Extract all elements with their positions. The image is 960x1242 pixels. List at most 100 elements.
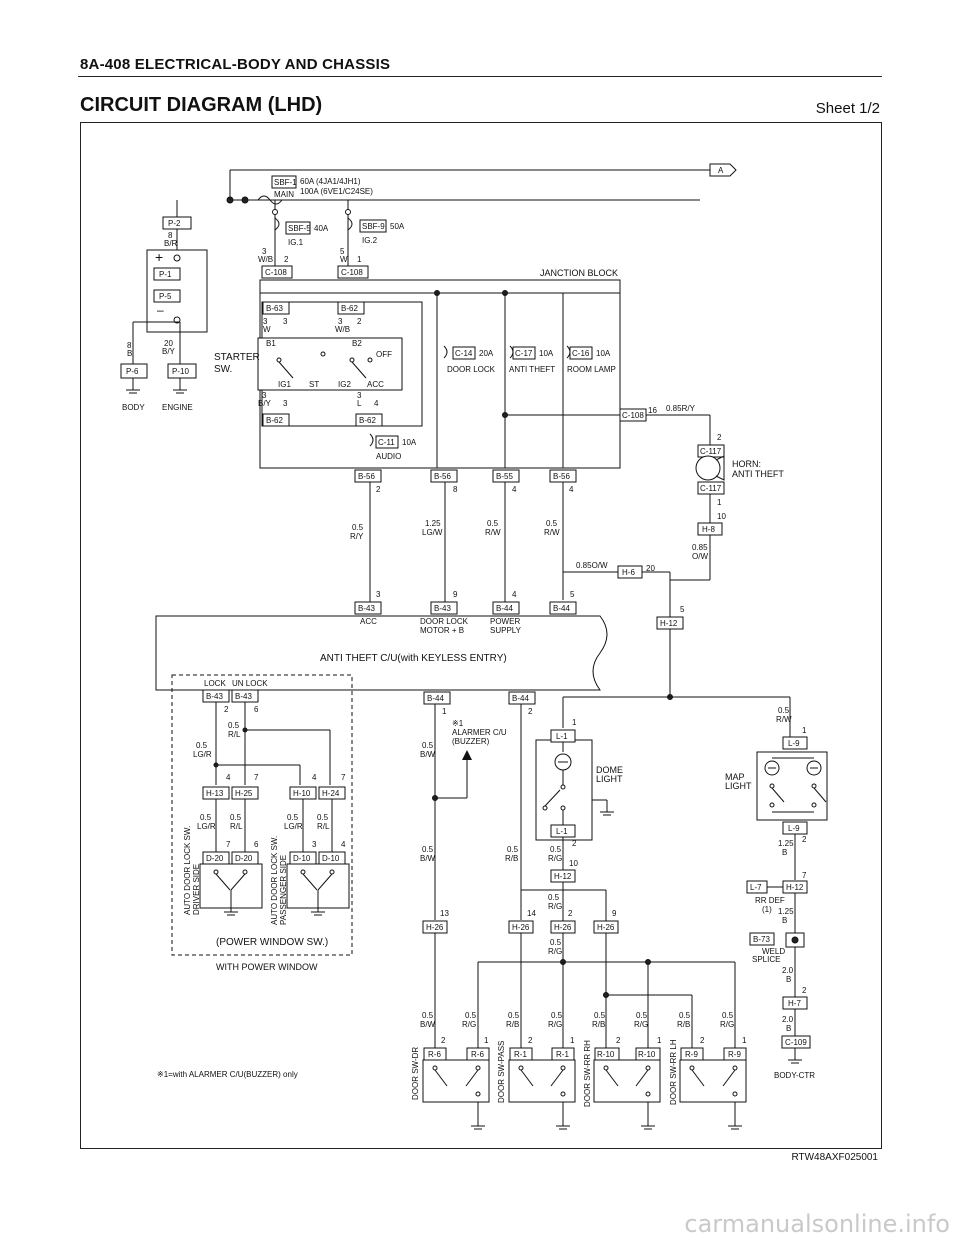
svg-text:C-117: C-117 (700, 484, 722, 493)
svg-text:0.5: 0.5 (508, 1011, 520, 1020)
svg-text:W: W (340, 255, 348, 264)
svg-text:1: 1 (717, 498, 722, 507)
svg-text:0.5: 0.5 (550, 845, 562, 854)
svg-text:3: 3 (283, 399, 288, 408)
svg-text:B/W: B/W (420, 854, 436, 863)
footnote: ※1=with ALARMER C/U(BUZZER) only (157, 1070, 298, 1079)
starter-switch (257, 337, 403, 391)
svg-text:4: 4 (512, 485, 517, 494)
body-ctr-label: BODY-CTR (774, 1071, 815, 1080)
svg-text:20: 20 (164, 339, 173, 348)
svg-text:B-44: B-44 (496, 604, 513, 613)
svg-text:R/W: R/W (776, 715, 792, 724)
fuse-sbf9-rating: 50A (390, 222, 405, 231)
svg-text:L-9: L-9 (788, 739, 800, 748)
svg-text:0.5: 0.5 (230, 813, 242, 822)
svg-text:B/W: B/W (420, 750, 436, 759)
svg-text:2: 2 (441, 1036, 446, 1045)
svg-text:7: 7 (254, 773, 259, 782)
svg-text:0.5: 0.5 (352, 523, 364, 532)
svg-text:PASSENGER SIDE: PASSENGER SIDE (279, 855, 288, 925)
svg-text:R-6: R-6 (471, 1050, 484, 1059)
connector-b62 (337, 301, 365, 315)
svg-text:O/W: O/W (692, 552, 708, 561)
svg-text:H-6: H-6 (622, 568, 635, 577)
svg-text:H-26: H-26 (554, 923, 572, 932)
connector-c108 (261, 265, 293, 279)
svg-text:0.5: 0.5 (546, 519, 558, 528)
svg-text:LG/W: LG/W (422, 528, 443, 537)
fuse-sbf1 (271, 175, 297, 189)
svg-text:L: L (357, 399, 362, 408)
svg-text:1: 1 (572, 718, 577, 727)
watermark: carmanualsonline.info (684, 1210, 950, 1238)
svg-text:W/B: W/B (258, 255, 273, 264)
svg-text:LG/R: LG/R (193, 750, 212, 759)
svg-text:6: 6 (254, 705, 259, 714)
svg-text:0.5: 0.5 (507, 845, 519, 854)
svg-text:DRIVER SIDE: DRIVER SIDE (192, 864, 201, 915)
svg-text:B: B (786, 1024, 791, 1033)
fuse-sbf9-label: SBF-9 (362, 222, 385, 231)
svg-text:10: 10 (717, 512, 726, 521)
svg-text:R/G: R/G (634, 1020, 648, 1029)
rr-def-label: RR DEF (755, 896, 785, 905)
svg-text:4: 4 (312, 773, 317, 782)
svg-text:0.5: 0.5 (317, 813, 329, 822)
svg-text:–: – (157, 303, 164, 317)
door-switch-pass-label: DOOR SW-PASS (497, 1041, 506, 1103)
svg-text:B2: B2 (352, 339, 362, 348)
svg-text:B-62: B-62 (266, 416, 283, 425)
ground-engine-label: ENGINE (162, 403, 193, 412)
fuse-sbf9 (359, 219, 387, 233)
fuse-c16 (569, 346, 593, 360)
connector-r6 (466, 1047, 490, 1061)
svg-text:R/B: R/B (592, 1020, 605, 1029)
svg-text:B-43: B-43 (206, 692, 223, 701)
connector-b63 (262, 301, 290, 315)
svg-text:2: 2 (572, 839, 577, 848)
svg-text:ANTI THEFT: ANTI THEFT (732, 469, 784, 479)
svg-text:2: 2 (568, 909, 573, 918)
connector-l9 (782, 736, 808, 750)
door-switch-rr-lh-label: DOOR SW-RR LH (669, 1039, 678, 1105)
svg-text:B-44: B-44 (553, 604, 570, 613)
svg-text:8: 8 (127, 341, 132, 350)
svg-text:H-24: H-24 (322, 789, 340, 798)
svg-text:0.5: 0.5 (196, 741, 208, 750)
sheet-number: Sheet 1/2 (815, 100, 880, 117)
horn-icon (695, 455, 721, 481)
svg-text:H-26: H-26 (426, 923, 444, 932)
svg-text:2: 2 (717, 433, 722, 442)
svg-text:3: 3 (283, 317, 288, 326)
svg-text:B-73: B-73 (753, 935, 770, 944)
svg-text:B/Y: B/Y (162, 347, 176, 356)
svg-text:B-62: B-62 (359, 416, 376, 425)
svg-text:10A: 10A (539, 349, 554, 358)
svg-text:0.5: 0.5 (422, 845, 434, 854)
svg-text:H-12: H-12 (660, 619, 678, 628)
svg-text:R/G: R/G (548, 1020, 562, 1029)
svg-text:1: 1 (742, 1036, 747, 1045)
svg-text:D-10: D-10 (293, 854, 311, 863)
svg-text:H-25: H-25 (235, 789, 253, 798)
weld-splice-label: WELD (762, 947, 785, 956)
svg-text:B: B (786, 975, 791, 984)
svg-text:R-9: R-9 (685, 1050, 698, 1059)
map-light-label: MAP (725, 772, 745, 782)
page-header: 8A-408 ELECTRICAL-BODY AND CHASSIS (80, 56, 391, 73)
svg-text:B-62: B-62 (341, 304, 358, 313)
svg-text:P-5: P-5 (159, 292, 172, 301)
svg-text:R-6: R-6 (428, 1050, 441, 1059)
svg-text:C-108: C-108 (265, 268, 287, 277)
svg-text:W: W (263, 325, 271, 334)
svg-text:ANTI THEFT: ANTI THEFT (509, 365, 555, 374)
figure-code: RTW48AXF025001 (791, 1152, 878, 1163)
svg-text:16: 16 (648, 406, 657, 415)
svg-text:SUPPLY: SUPPLY (490, 626, 522, 635)
passenger-switch-label: AUTO DOOR LOCK SW. (270, 836, 279, 925)
svg-text:P-10: P-10 (172, 367, 189, 376)
connector-b62 (262, 413, 290, 427)
svg-text:R/B: R/B (677, 1020, 690, 1029)
